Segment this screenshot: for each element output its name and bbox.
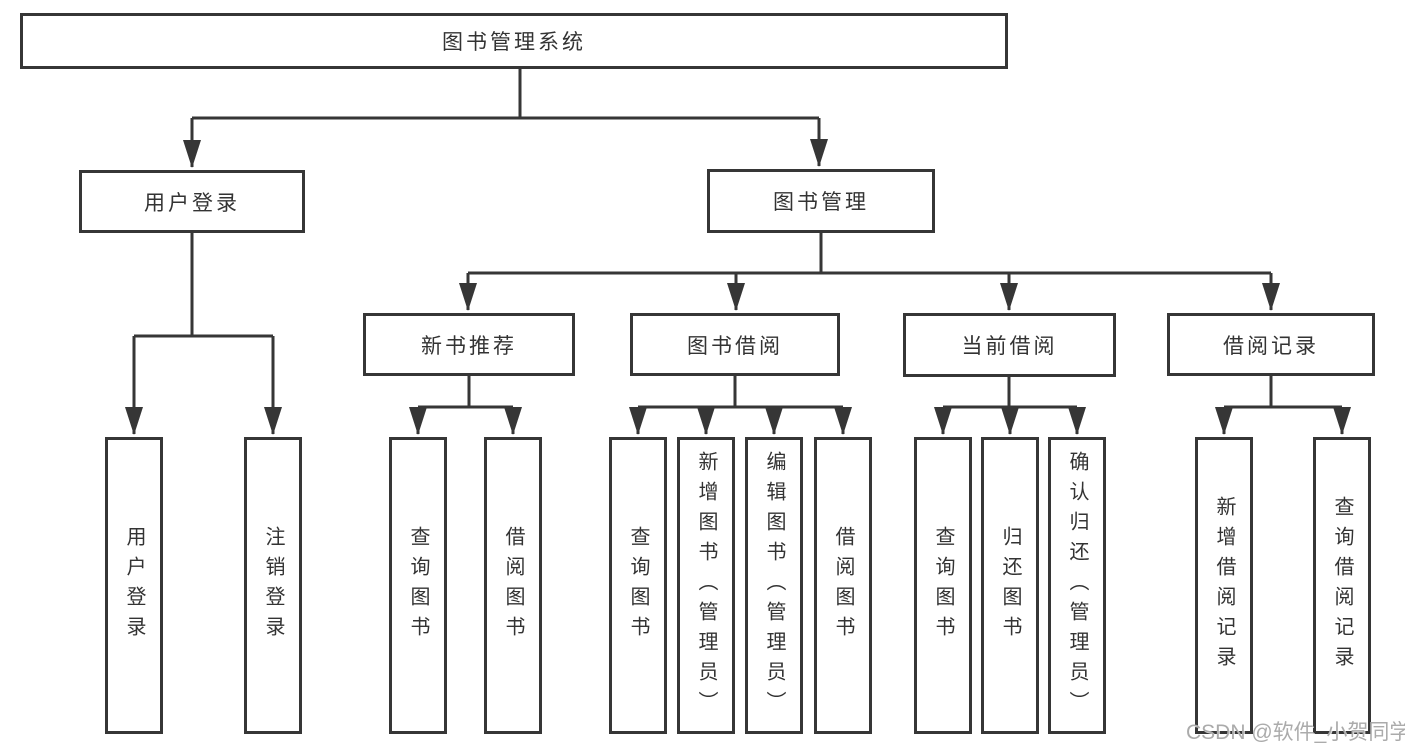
leaf-return-books: 归还图书 [981,437,1039,734]
leaf-query-borrow-record-label: 查询借阅记录 [1331,495,1353,676]
node-book-management: 图书管理 [707,169,935,233]
leaf-user-login: 用户登录 [105,437,163,734]
leaf-borrow-books-recommend-label: 借阅图书 [502,525,524,646]
node-root: 图书管理系统 [20,13,1008,69]
leaf-edit-books-admin: 编辑图书（管理员） [745,437,803,734]
leaf-query-books-recommend-label: 查询图书 [407,525,429,646]
leaf-query-books-recommend: 查询图书 [389,437,447,734]
leaf-query-books-current: 查询图书 [914,437,972,734]
leaf-confirm-return-admin-label: 确认归还（管理员） [1066,450,1088,721]
leaf-query-books-borrowing-label: 查询图书 [627,525,649,646]
node-current-borrowing: 当前借阅 [903,313,1116,377]
csdn-watermark: CSDN @软件_小贺同学 [1186,721,1405,744]
leaf-confirm-return-admin: 确认归还（管理员） [1048,437,1106,734]
leaf-logout-label: 注销登录 [262,525,284,646]
node-new-book-recommend-label: 新书推荐 [421,334,517,358]
node-book-borrowing-label: 图书借阅 [687,334,783,358]
leaf-add-borrow-record-label: 新增借阅记录 [1213,495,1235,676]
leaf-query-borrow-record: 查询借阅记录 [1313,437,1371,734]
node-user-login-label: 用户登录 [144,191,240,215]
leaf-add-books-admin: 新增图书（管理员） [677,437,735,734]
node-book-borrowing: 图书借阅 [630,313,840,376]
node-new-book-recommend: 新书推荐 [363,313,575,376]
node-root-label: 图书管理系统 [442,31,586,54]
leaf-add-borrow-record: 新增借阅记录 [1195,437,1253,734]
leaf-logout: 注销登录 [244,437,302,734]
leaf-query-books-current-label: 查询图书 [932,525,954,646]
leaf-add-books-admin-label: 新增图书（管理员） [695,450,717,721]
leaf-user-login-label: 用户登录 [123,525,145,646]
node-user-login: 用户登录 [79,170,305,233]
leaf-borrow-books-recommend: 借阅图书 [484,437,542,734]
node-borrowing-records-label: 借阅记录 [1223,334,1319,358]
leaf-edit-books-admin-label: 编辑图书（管理员） [763,450,785,721]
node-current-borrowing-label: 当前借阅 [961,335,1058,358]
node-book-management-label: 图书管理 [773,191,869,214]
node-borrowing-records: 借阅记录 [1167,313,1375,376]
leaf-borrow-books-borrowing-label: 借阅图书 [832,525,854,646]
leaf-borrow-books-borrowing: 借阅图书 [814,437,872,734]
leaf-return-books-label: 归还图书 [999,525,1021,646]
leaf-query-books-borrowing: 查询图书 [609,437,667,734]
